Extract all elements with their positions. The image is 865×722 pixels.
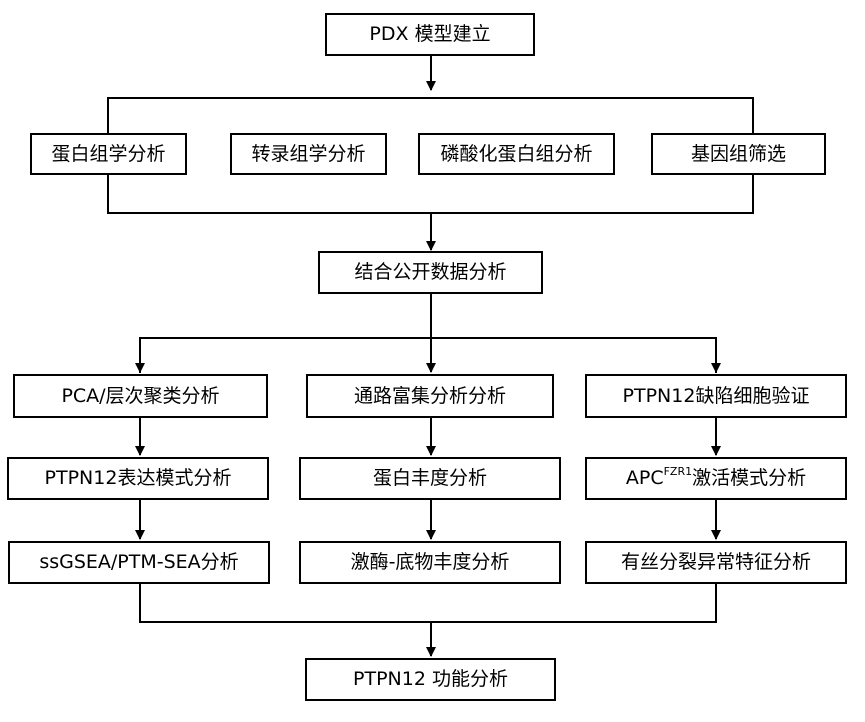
node-pathway-enrichment: 通路富集分析分析 [306, 374, 554, 418]
bracket-omics-top [107, 97, 754, 133]
node-transcriptomics: 转录组学分析 [230, 133, 387, 175]
node-protein-abundance: 蛋白丰度分析 [299, 457, 561, 500]
node-ptpn12-function: PTPN12 功能分析 [305, 658, 556, 701]
bracket-merge [139, 584, 717, 623]
node-kinase-substrate: 激酶-底物丰度分析 [299, 541, 561, 584]
node-proteomics: 蛋白组学分析 [30, 133, 187, 175]
node-phosphoproteomics: 磷酸化蛋白组分析 [418, 133, 615, 175]
node-pca-clustering: PCA/层次聚类分析 [13, 374, 268, 418]
apc-label-rest: 激活模式分析 [692, 467, 807, 489]
bracket-branches [139, 337, 717, 373]
node-ptpn12-validation: PTPN12缺陷细胞验证 [585, 374, 847, 418]
node-ptpn12-expression: PTPN12表达模式分析 [7, 457, 269, 500]
node-pdx-model: PDX 模型建立 [325, 13, 535, 56]
node-public-data: 结合公开数据分析 [318, 251, 543, 294]
node-genome-screening: 基因组筛选 [651, 133, 826, 175]
node-mitosis-abnormality: 有丝分裂异常特征分析 [585, 541, 847, 584]
apc-label: APC [625, 467, 664, 489]
apc-superscript: FZR1 [663, 465, 693, 478]
bracket-omics-bottom [107, 175, 754, 214]
node-ssgsea: ssGSEA/PTM-SEA分析 [8, 541, 270, 584]
